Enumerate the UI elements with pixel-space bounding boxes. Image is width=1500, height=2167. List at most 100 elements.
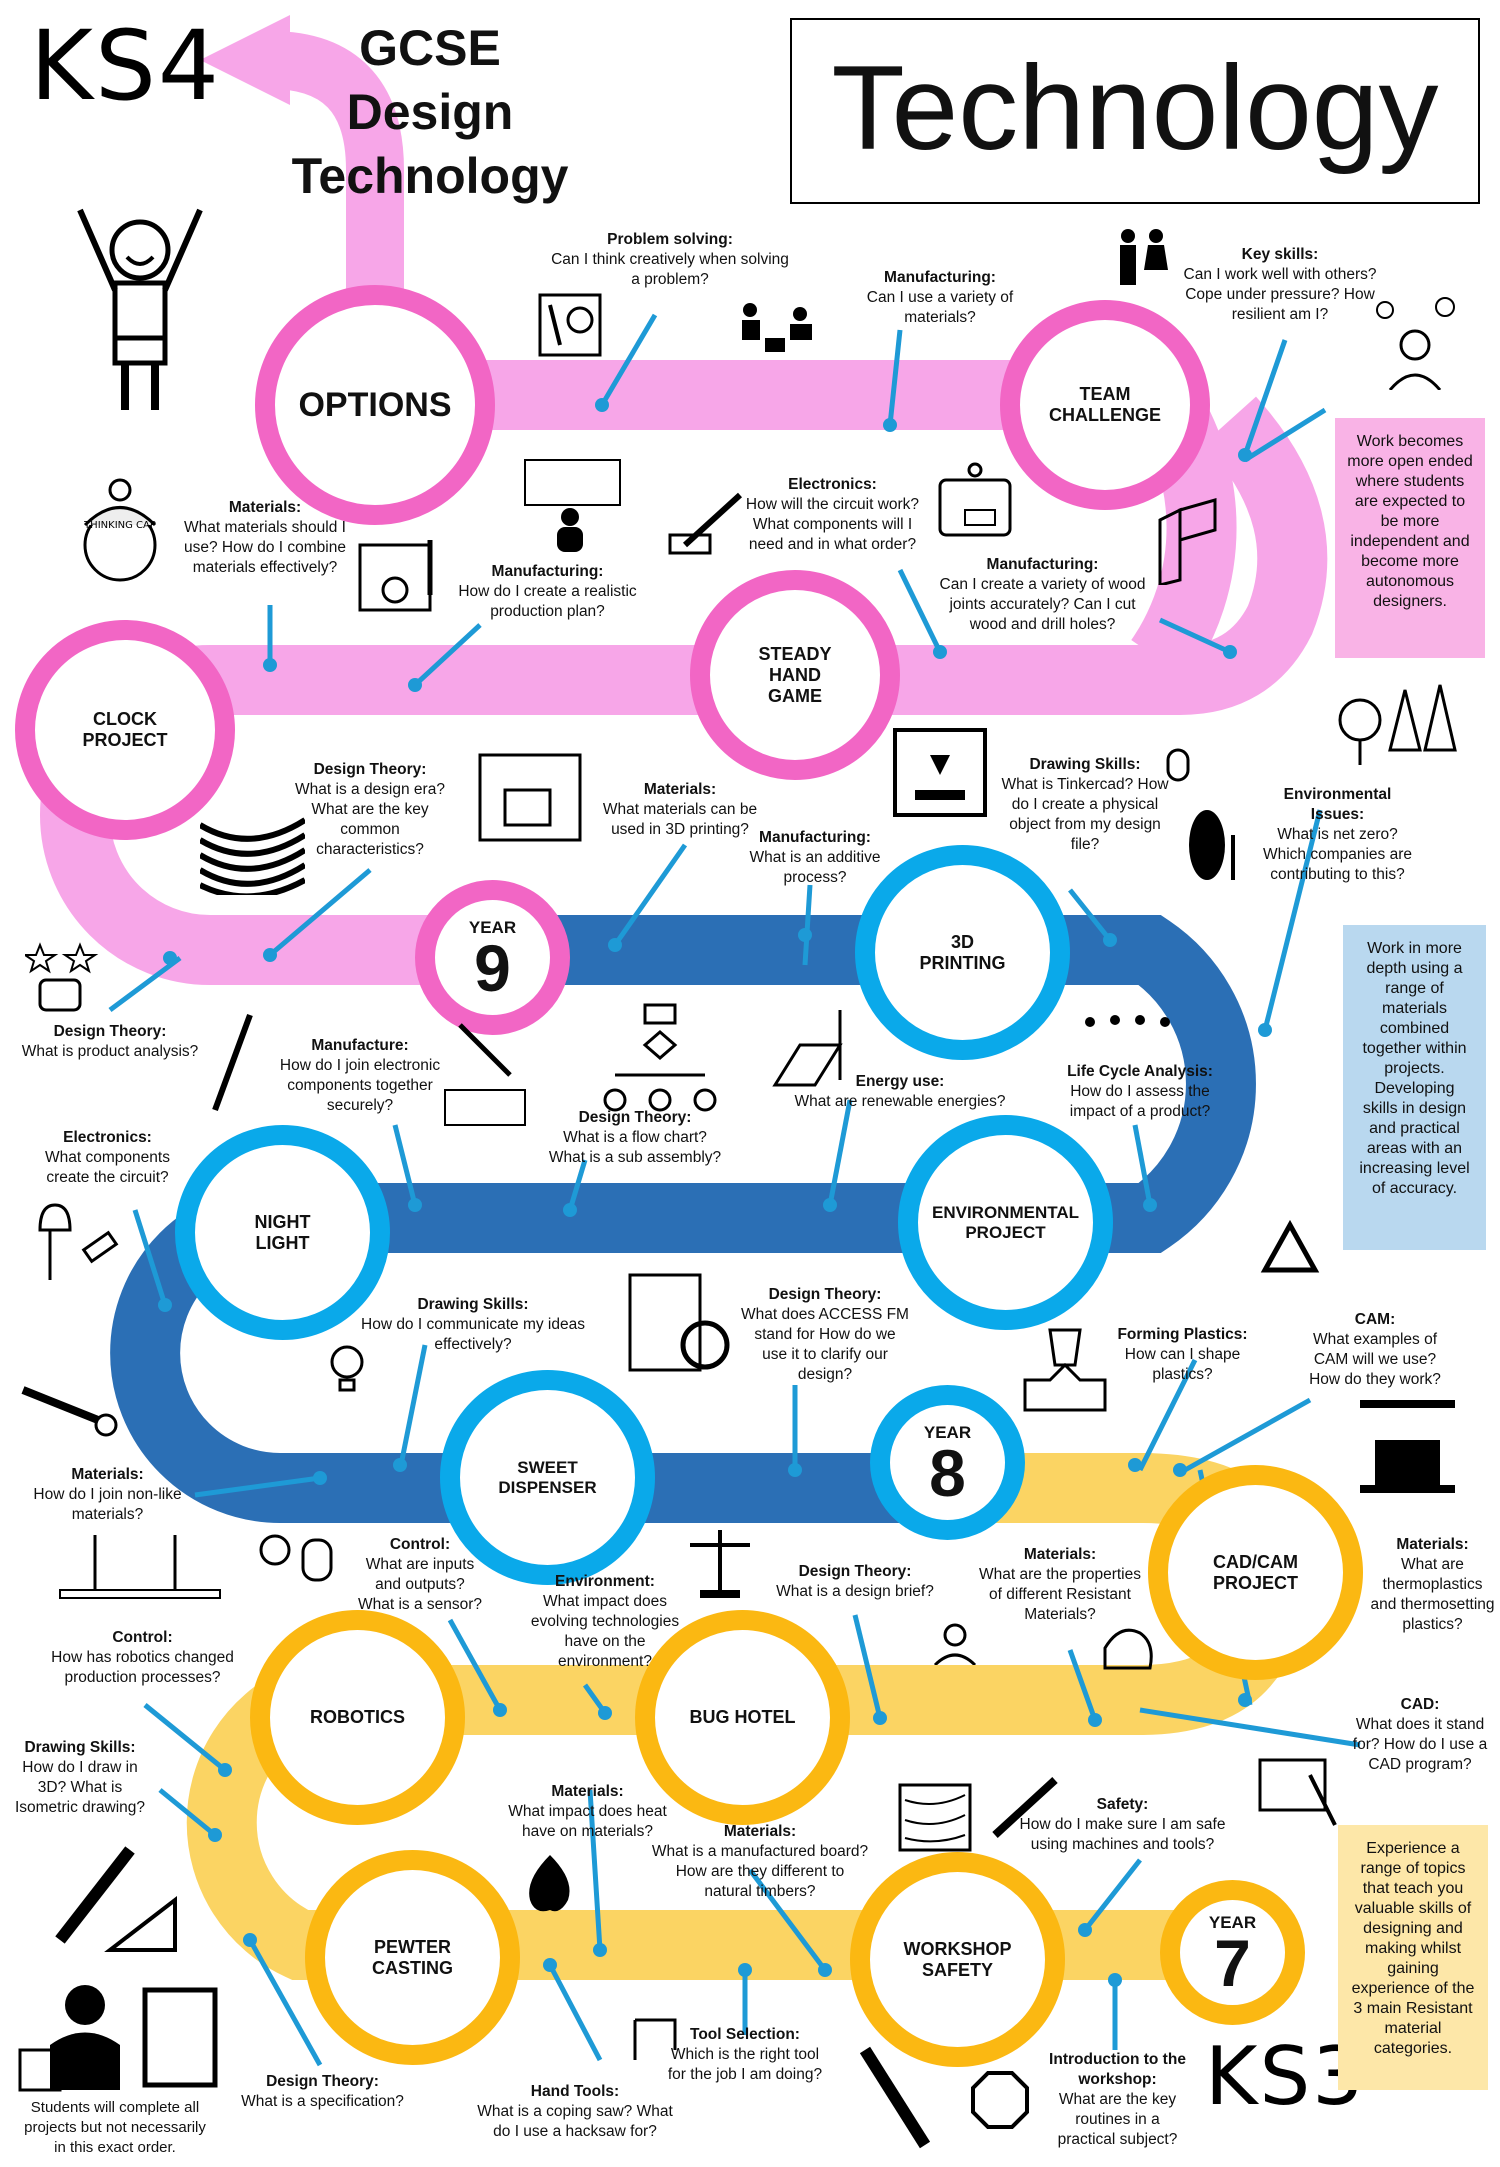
question-heading: Drawing Skills: xyxy=(24,1739,136,1756)
leader-dot xyxy=(163,951,177,965)
leader-dot xyxy=(1223,645,1237,659)
question-text: What is a coping saw? What do I use a ha… xyxy=(477,2103,673,2140)
fire-icon xyxy=(529,1855,570,1912)
question-design-theory-5: Design Theory:What is a design brief? xyxy=(775,1562,935,1602)
question-heading: Forming Plastics: xyxy=(1117,1326,1248,1343)
node-label: GAME xyxy=(767,685,822,706)
leader-dot xyxy=(158,1298,172,1312)
node-label: SWEET xyxy=(517,1457,578,1477)
node-label: CLOCK xyxy=(93,709,157,729)
question-text: What components create the circuit? xyxy=(45,1149,170,1186)
question-hand-tools: Hand Tools:What is a coping saw? What do… xyxy=(470,2082,680,2142)
question-text: What are the key routines in a practical… xyxy=(1057,2091,1178,2148)
question-manufacturing-3: Manufacturing:Can I create a variety of … xyxy=(935,555,1150,635)
leader-dot xyxy=(1143,1198,1157,1212)
question-text: What is a design era? What are the key c… xyxy=(295,781,445,858)
node-label: PRINTING xyxy=(919,952,1006,973)
node-label: PROJECT xyxy=(1212,1572,1299,1593)
question-tool-selection: Tool Selection:Which is the right tool f… xyxy=(665,2025,825,2085)
page-title: Technology xyxy=(790,18,1480,204)
teamwork-icon xyxy=(1120,229,1168,285)
question-control-2: Control:How has robotics changed product… xyxy=(45,1628,240,1688)
question-text: How has robotics changed production proc… xyxy=(51,1649,234,1686)
soldering-iron-icon xyxy=(668,492,743,555)
question-materials-6: Materials:What impact does heat have on … xyxy=(505,1782,670,1842)
strong-arm-icon xyxy=(1103,1628,1153,1670)
question-intro-workshop: Introduction to the workshop:What are th… xyxy=(1045,2050,1190,2150)
trees-icon xyxy=(1338,684,1457,765)
leader-dot xyxy=(563,1203,577,1217)
stop-hand-icon xyxy=(971,2071,1029,2129)
question-heading: Materials: xyxy=(71,1466,144,1483)
3d-printer-sketch-icon xyxy=(478,753,582,842)
vacuum-forming-icon xyxy=(1023,1328,1107,1412)
question-problem-solving: Problem solving:Can I think creatively w… xyxy=(550,230,790,290)
question-heading: Materials: xyxy=(1396,1536,1469,1553)
leader-dot xyxy=(1173,1463,1187,1477)
question-heading: Materials: xyxy=(228,499,302,516)
question-text: What is a flow chart? What is a sub asse… xyxy=(548,1129,722,1166)
lightbulb-icon xyxy=(330,1345,364,1392)
blueprint-icon xyxy=(358,540,433,612)
question-text: What is a manufactured board? How are th… xyxy=(651,1843,869,1900)
options-arrow-head xyxy=(200,15,290,105)
question-text: What does it stand for? How do I use a C… xyxy=(1352,1716,1488,1773)
mouse-icon xyxy=(1166,748,1190,782)
leader-dot xyxy=(818,1963,832,1977)
question-heading: CAM: xyxy=(1354,1311,1396,1328)
pencil-set-square-icon xyxy=(55,1846,177,1952)
leader-dot xyxy=(598,1706,612,1720)
node-label: PEWTER xyxy=(373,1936,451,1957)
recycle-icon xyxy=(1260,1219,1320,1273)
question-key-skills: Key skills:Can I work well with others? … xyxy=(1175,245,1385,325)
question-heading: Manufacturing: xyxy=(884,269,996,286)
question-text: How can I shape plastics? xyxy=(1124,1346,1241,1383)
stars-thumbs-up-icon xyxy=(25,942,99,1012)
question-text: What is product analysis? xyxy=(21,1043,199,1060)
question-safety: Safety:How do I make sure I am safe usin… xyxy=(1015,1795,1230,1855)
op-art-pattern-icon xyxy=(200,815,305,895)
thinking-person-icon xyxy=(1376,297,1455,390)
cheering-person-icon xyxy=(77,208,203,410)
question-text: What is Tinkercad? How do I create a phy… xyxy=(1001,776,1169,853)
node-label: HAND xyxy=(768,664,821,685)
question-heading: Energy use: xyxy=(855,1073,945,1090)
leader-dot xyxy=(263,658,277,672)
question-heading: Materials: xyxy=(1023,1546,1097,1563)
question-environment: Environment:What impact does evolving te… xyxy=(525,1572,685,1672)
bottom-note: Students will complete all projects but … xyxy=(24,2099,206,2156)
leader-dot xyxy=(933,645,947,659)
leader-dot xyxy=(1238,448,1252,462)
leader-dot xyxy=(738,1963,752,1977)
node-label: CHALLENGE xyxy=(1049,405,1161,425)
question-materials-7: Materials:What is a manufactured board? … xyxy=(650,1822,870,1902)
node-label: BUG HOTEL xyxy=(689,1707,796,1727)
circuit-board-icon xyxy=(938,462,1012,537)
leader-dot xyxy=(798,928,812,942)
year-number: 7 xyxy=(1214,1925,1251,2000)
question-text: How do I create a realistic production p… xyxy=(458,583,637,620)
question-drawing-skills-1: Drawing Skills:What is Tinkercad? How do… xyxy=(1000,755,1170,855)
question-heading: Design Theory: xyxy=(798,1563,912,1580)
coping-saw-icon xyxy=(633,2018,677,2060)
wood-grain-icon xyxy=(898,1783,972,1852)
leader-dot xyxy=(1103,933,1117,947)
question-heading: Electronics: xyxy=(63,1129,152,1146)
thinking-cap-icon: THINKING CAP xyxy=(83,478,157,582)
leader-dot xyxy=(823,1198,837,1212)
question-text: What impact does evolving technologies h… xyxy=(530,1593,680,1670)
question-heading: Manufacturing: xyxy=(986,556,1099,573)
node-label: OPTIONS xyxy=(298,385,452,424)
question-heading: Manufacturing: xyxy=(759,829,871,846)
question-manufacturing-2: Manufacturing:How do I create a realisti… xyxy=(455,562,640,622)
cad-computer-icon xyxy=(1258,1758,1337,1826)
question-design-theory-2: Design Theory:What is product analysis? xyxy=(15,1022,205,1062)
screw-icon xyxy=(21,1386,118,1437)
question-forming-plastics: Forming Plastics: How can I shape plastic… xyxy=(1115,1325,1250,1385)
leader-dot xyxy=(593,1943,607,1957)
node-options: OPTIONS xyxy=(255,285,495,525)
leader-dot xyxy=(1238,1693,1252,1707)
